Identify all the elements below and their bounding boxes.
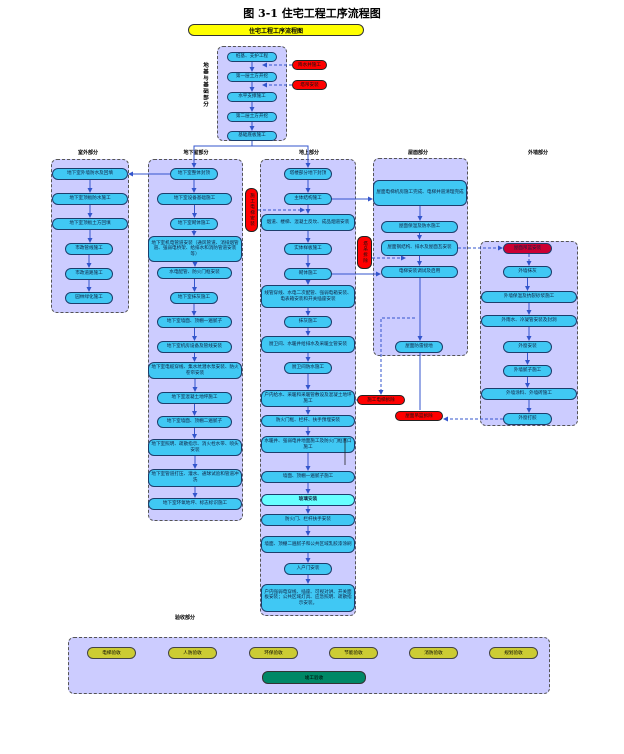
- process-step: 实体样板施工: [284, 243, 332, 255]
- final-acceptance: 竣工验收: [262, 671, 366, 684]
- process-step: 外墙保温及抗裂砂浆施工: [481, 291, 577, 303]
- process-step: 厨卫间防水施工: [284, 362, 332, 374]
- section-label-acceptance: 验收部分: [174, 615, 195, 621]
- process-step: 外墙抹灰: [503, 266, 552, 278]
- process-step: 户内强弱电穿线、插座、可视对讲、开关面板安装；公共区域灯具、应急照明、疏散指示安…: [261, 584, 355, 612]
- process-step: 主体结构施工: [284, 193, 332, 205]
- process-step: 地下室机电管道安装（通风管道、消排烟管道、强弱电桥架、给排水和消防管道安装等）: [148, 236, 242, 262]
- process-step: 地下室顶板防水施工: [52, 193, 128, 205]
- section-label-roof: 屋面部分: [407, 150, 428, 156]
- process-step: 地下室墙面、顶棚二遍腻子: [157, 416, 232, 428]
- process-step: 屋面防雷接地: [395, 341, 443, 353]
- outdoor-group: [51, 159, 129, 313]
- process-step: 屋面保温及防水施工: [381, 221, 458, 233]
- basement-group: [148, 159, 243, 521]
- construction-elevator-removal-step: 施工电梯拆除: [357, 395, 405, 405]
- process-step: 地下室外墙防水及回填: [52, 168, 128, 180]
- process-step: 园林绿化施工: [65, 292, 113, 304]
- process-step-highlighted: 玻璃安装: [261, 494, 355, 506]
- figure-title: 图 3-1 住宅工程工序流程图: [243, 7, 381, 20]
- process-step: 市政管线施工: [65, 243, 113, 255]
- process-step: 外窗安装: [503, 341, 552, 353]
- process-step: 厨卫间、水暖井给排水及采暖立管安装: [261, 336, 355, 353]
- process-step: 墙面、顶棚一遍腻子施工: [261, 471, 355, 483]
- process-step: 地下室整体封顶: [170, 168, 218, 180]
- section-label-outdoor: 室外部分: [77, 150, 98, 156]
- process-step: 地下室电缆穿线、集水坑潜水泵安装、防火卷帘安装: [148, 362, 242, 379]
- process-step: 防火门框、栏杆、扶手预埋安装: [261, 415, 355, 427]
- section-label-above: 地上部分: [298, 150, 319, 156]
- section-label-facade: 外墙部分: [527, 150, 548, 156]
- process-step: 第二层土方开挖: [227, 112, 277, 122]
- process-step: 地下室机房设备及管线安装: [157, 341, 232, 353]
- process-step: 地下室管道打压、灌水、通球试验和管道冲洗: [148, 469, 242, 487]
- acceptance-item: 节能验收: [329, 647, 378, 659]
- process-step: 户内给水、采暖和采暖管敷设及混凝土地坪施工: [261, 390, 355, 407]
- process-step: 入户门安装: [284, 563, 332, 575]
- process-step: 外墙腻子施工: [503, 365, 552, 377]
- section-label-foundation: 地基与基础部分: [202, 62, 208, 108]
- process-step: 地下室顶板土方回填: [52, 218, 128, 230]
- process-step: 电梯安装调试及启用: [381, 266, 458, 278]
- process-step: 基础底板施工: [227, 131, 277, 141]
- acceptance-item: 电梯验收: [87, 647, 136, 659]
- process-step: 水平支撑施工: [227, 92, 277, 102]
- process-step: 屋面钢结构、排水及屋面瓦安装: [381, 240, 458, 256]
- process-step: 抹灰施工: [284, 316, 332, 328]
- process-step: 地下室混凝土地坪施工: [157, 392, 232, 404]
- process-step: 墙面、顶棚二遍腻子和公共区域乳胶漆涂刷: [261, 536, 355, 553]
- acceptance-item: 人防验收: [168, 647, 217, 659]
- process-step: 地下室抹灰施工: [170, 292, 218, 304]
- process-step: 外窗打胶: [503, 413, 552, 425]
- section-label-basement: 地下室部分: [183, 150, 209, 156]
- process-step: 水暖井、强弱电井地面施工及防火门框塞口施工: [261, 436, 355, 453]
- process-step: 市政道路施工: [65, 268, 113, 280]
- tower-crane-removal-step: 塔吊拆除: [357, 236, 372, 269]
- process-step: 外墙涂料、外墙砖施工: [481, 388, 577, 400]
- flowchart-banner: 住宅工程工序流程图: [188, 24, 364, 36]
- process-step: 塔楼部分地下封顶: [284, 168, 332, 180]
- process-step: 地下室环氧地坪、标志标识施工: [148, 498, 242, 510]
- process-step: 桩基、支护工程: [227, 52, 277, 62]
- acceptance-item: 消防验收: [409, 647, 458, 659]
- gondola-install-step: 屋面吊篮安装: [503, 243, 552, 254]
- process-step: 地下室墙面、顶棚一遍腻子: [157, 316, 232, 328]
- acceptance-item: 规划验收: [489, 647, 538, 659]
- process-step: 地下室砌体施工: [170, 218, 218, 230]
- tower-crane-install-step: 塔吊安装: [292, 80, 327, 90]
- acceptance-item: 环保验收: [249, 647, 298, 659]
- dewatering-well-step: 降水井施工: [292, 60, 327, 70]
- process-step: 第一层土方开挖: [227, 72, 277, 82]
- process-step: 水电配管、防火门框安装: [157, 267, 232, 279]
- process-step: 烟道、楼梯、混凝土反坎、成品烟道安装: [261, 214, 355, 231]
- construction-elevator-install-step: 施工电梯安装: [245, 188, 258, 232]
- process-step: 外雨水、冷凝管安装及封洞: [481, 315, 577, 327]
- process-step: 地下室设备基础施工: [157, 193, 232, 205]
- process-step: 地下室照明、疏散指示、消火栓水带、喷头安装: [148, 439, 242, 456]
- process-step: 砌体施工: [284, 268, 332, 280]
- process-step: 屋面电梯机房施工完成、电梯井道清理完成: [373, 180, 467, 206]
- process-step: 防火门、栏杆扶手安装: [261, 514, 355, 526]
- acceptance-group: [68, 637, 550, 694]
- process-step: 线管穿线、水电二次配管、强弱电箱安装、电表箱安装和开关插座安装: [261, 285, 355, 308]
- gondola-removal-step: 屋面吊篮拆除: [395, 411, 443, 421]
